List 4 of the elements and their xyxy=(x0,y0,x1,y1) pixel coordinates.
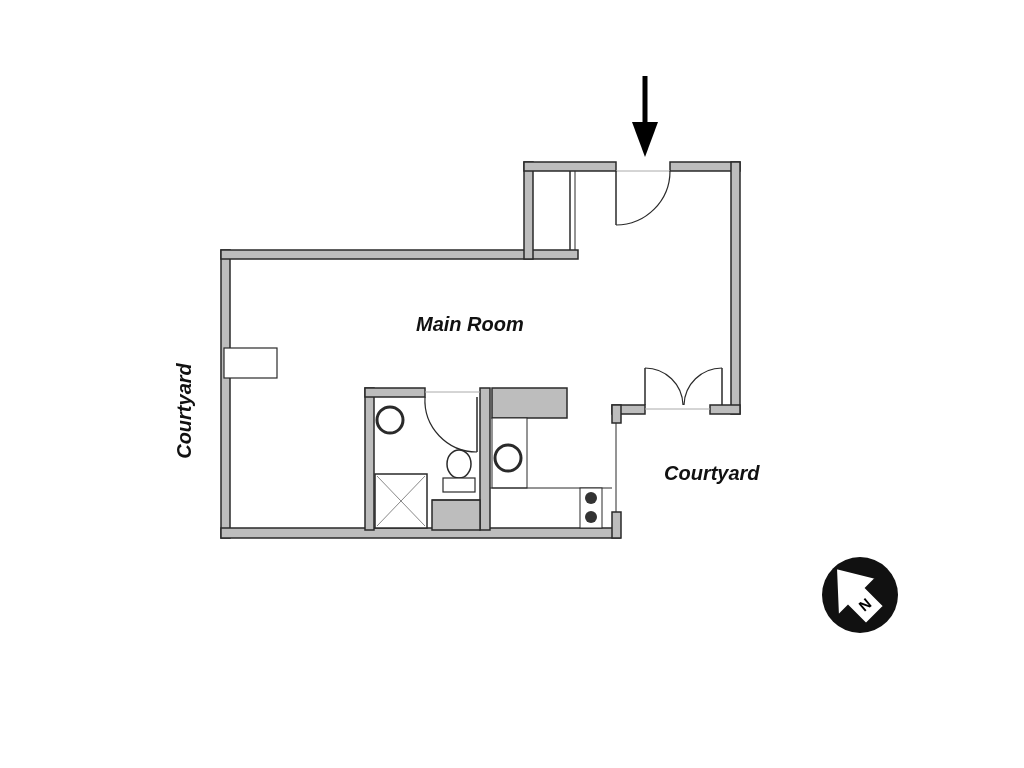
room-label: Courtyard xyxy=(664,461,760,486)
room-label: Courtyard xyxy=(171,363,196,459)
north-label: N xyxy=(854,593,876,617)
room-label: Main Room xyxy=(416,312,524,337)
